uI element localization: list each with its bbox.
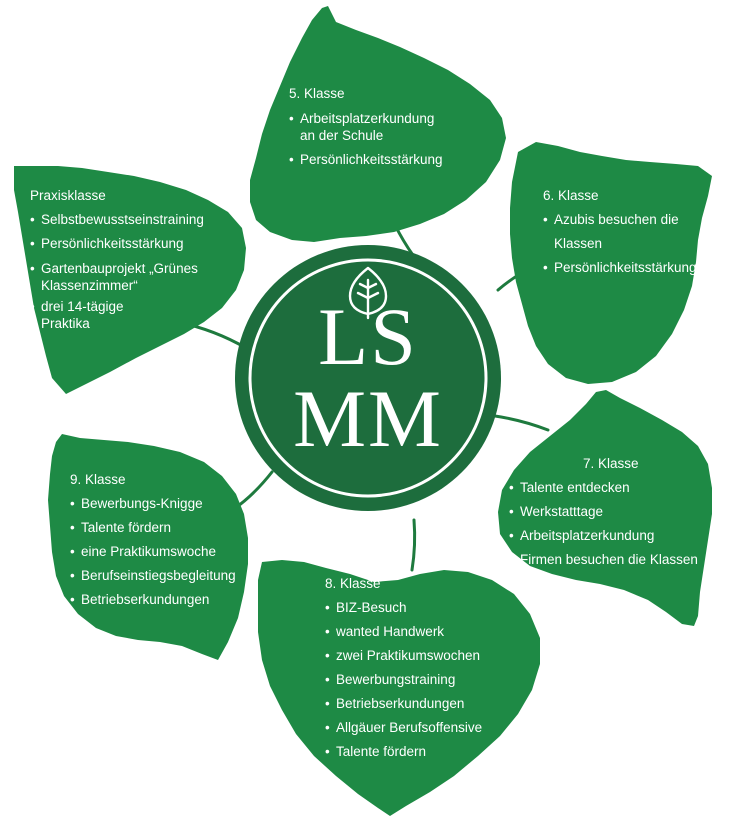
leaf-5-title: 5. Klasse <box>289 86 345 101</box>
list-item: Bewerbungs-Knigge <box>70 492 250 516</box>
list-item: Azubis besuchen die Klassen <box>543 208 718 256</box>
list-item: wanted Handwerk <box>325 620 515 644</box>
leaf-6-text: 6. Klasse Azubis besuchen die Klassen Pe… <box>543 184 718 280</box>
list-item: Werkstatttage <box>509 500 704 524</box>
logo-line-2: MM <box>293 373 443 464</box>
list-item: Talente entdecken <box>509 476 704 500</box>
leaf-7-text: 7. Klasse Talente entdecken Werkstatttag… <box>509 452 704 572</box>
leaf-6-list: Azubis besuchen die Klassen Persönlichke… <box>543 208 718 280</box>
leaf-7-title: 7. Klasse <box>583 456 639 471</box>
list-item: eine Praktikumswoche <box>70 540 250 564</box>
leaf-9-text: 9. Klasse Bewerbungs-Knigge Talente förd… <box>70 468 250 612</box>
list-item: BIZ-Besuch <box>325 596 515 620</box>
leaf-9-list: Bewerbungs-Knigge Talente fördern eine P… <box>70 492 250 612</box>
list-item: Firmen besuchen die Klassen <box>509 548 704 572</box>
stem-8 <box>410 518 417 572</box>
leaf-5-text: 5. Klasse Arbeitsplatzerkundung an der S… <box>289 82 459 172</box>
logo-text: LS MM <box>235 296 501 460</box>
leaf-8-text: 8. Klasse BIZ-Besuch wanted Handwerk zwe… <box>325 572 515 764</box>
list-item: Arbeitsplatzerkundung <box>509 524 704 548</box>
leaf-icon <box>348 266 388 320</box>
logo-ring <box>248 258 488 498</box>
list-item: Persönlichkeitsstärkung <box>543 256 718 280</box>
list-item: Persönlichkeitsstärkung <box>30 232 230 256</box>
list-item: Betriebserkundungen <box>325 692 515 716</box>
list-item: Berufseinstiegsbegleitung <box>70 564 250 588</box>
list-item: Betriebserkundungen <box>70 588 250 612</box>
leaf-praxis-list: Selbstbewusstseinstraining Persönlichkei… <box>30 208 230 332</box>
leaf-7-list: Talente entdecken Werkstatttage Arbeitsp… <box>509 476 704 572</box>
logo-disc <box>235 245 501 511</box>
list-item: Allgäuer Berufsoffensive <box>325 716 515 740</box>
leaf-9-title: 9. Klasse <box>70 472 126 487</box>
stem-7 <box>493 414 550 432</box>
leaf-praxis-text: Praxisklasse Selbstbewusstseinstraining … <box>30 184 230 336</box>
list-item: Selbstbewusstseinstraining <box>30 208 230 232</box>
leaf-8-list: BIZ-Besuch wanted Handwerk zwei Praktiku… <box>325 596 515 764</box>
list-item: drei 14-tägige Praktika <box>30 298 141 332</box>
leaf-8-title: 8. Klasse <box>325 576 381 591</box>
list-item: Gartenbauprojekt „Grünes Klassenzimmer“ <box>30 260 211 294</box>
list-item: Bewerbungstraining <box>325 668 515 692</box>
list-item: Arbeitsplatzerkundung an der Schule <box>289 110 446 144</box>
logo-line-1: LS <box>318 291 418 382</box>
list-item: Talente fördern <box>325 740 515 764</box>
list-item: Persönlichkeitsstärkung <box>289 148 459 172</box>
leaf-5-list: Arbeitsplatzerkundung an der Schule Pers… <box>289 110 459 172</box>
list-item: zwei Praktikumswochen <box>325 644 515 668</box>
list-item: Talente fördern <box>70 516 250 540</box>
leaf-6-title: 6. Klasse <box>543 188 599 203</box>
leaf-praxis-title: Praxisklasse <box>30 188 106 203</box>
